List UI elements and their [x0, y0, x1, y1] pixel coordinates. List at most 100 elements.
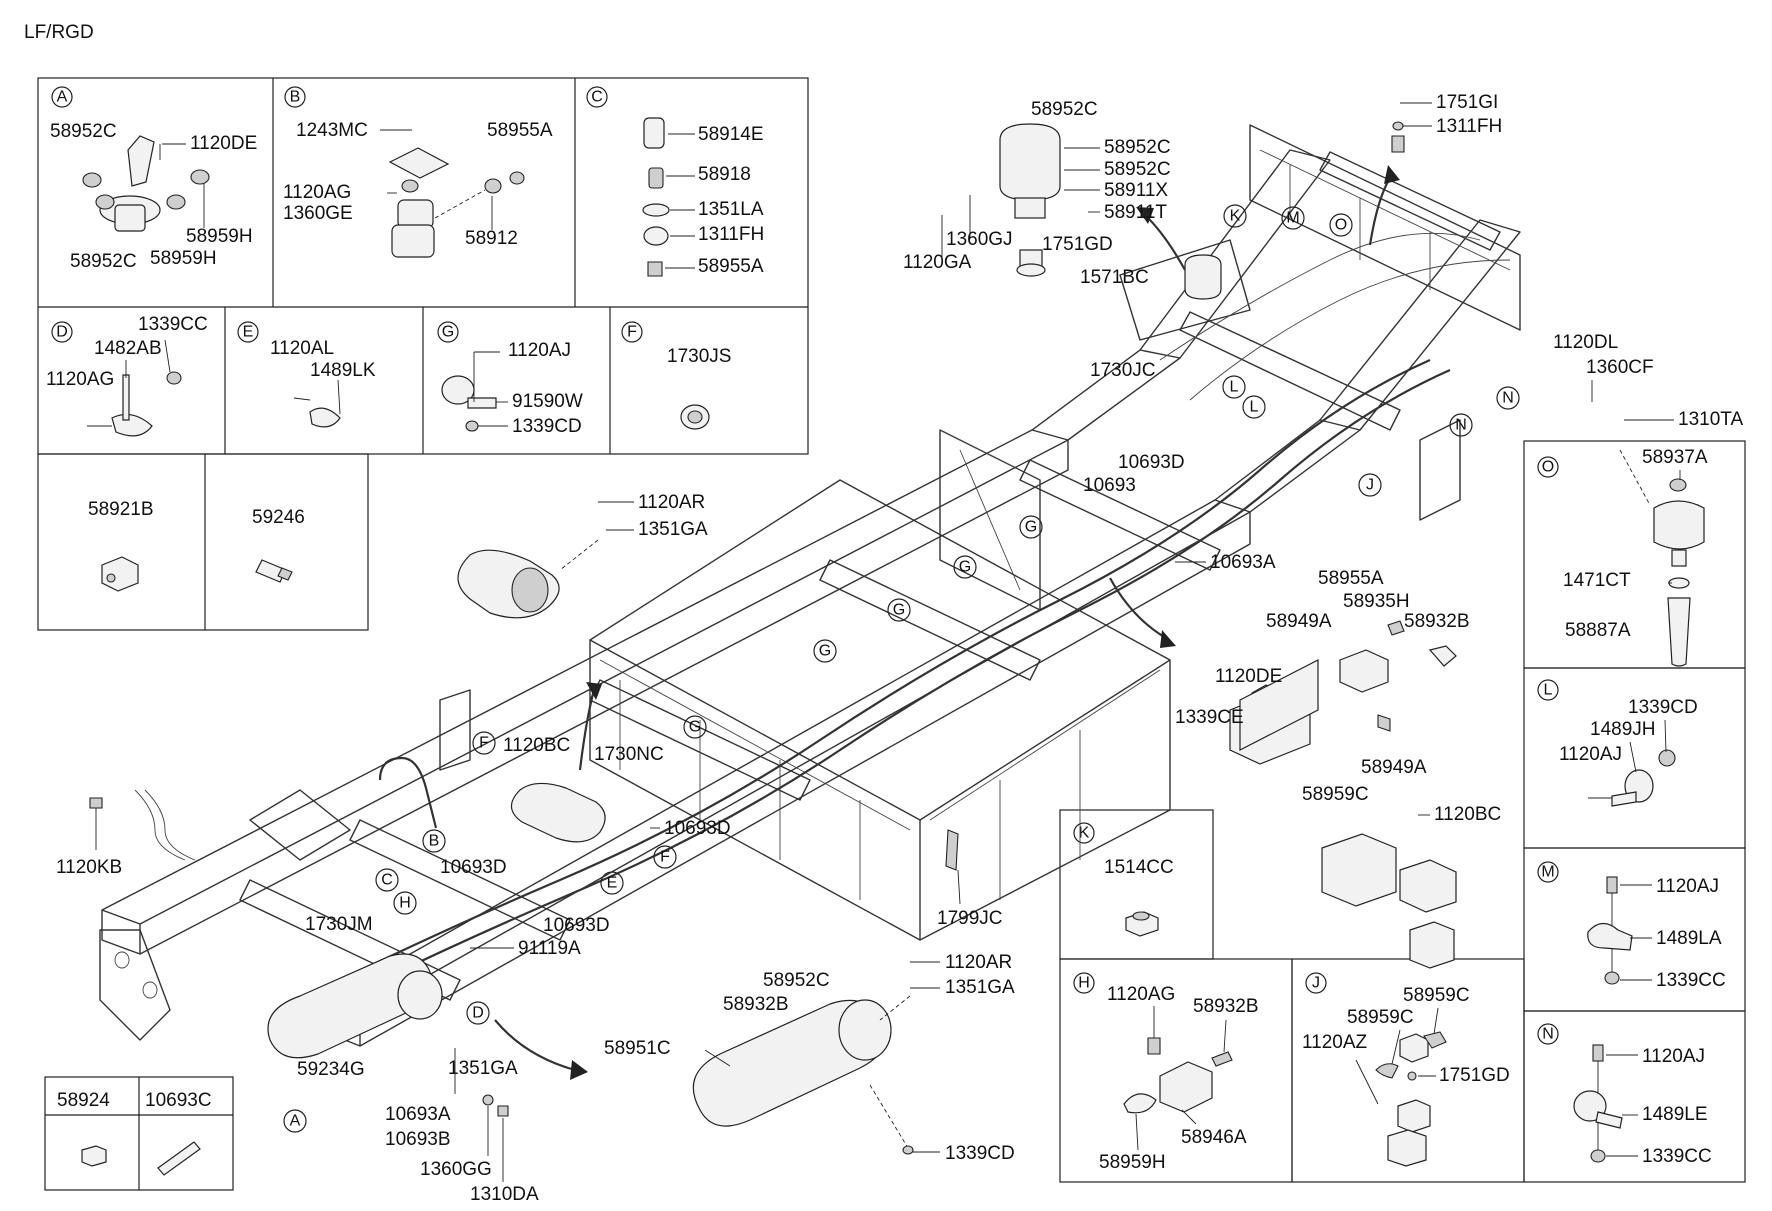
svg-text:C: C	[381, 872, 393, 889]
part-label: 58932B	[1404, 611, 1470, 632]
section-letter-b: B	[290, 89, 301, 106]
chassis-frame	[99, 124, 1521, 1047]
panel-h: H 1120AG 58932B 58946A 58959H	[1073, 972, 1259, 1173]
part-label: 1120AL	[270, 338, 334, 359]
part-label: 10693	[1083, 475, 1136, 496]
part-label: 1360CF	[1586, 357, 1654, 378]
part-label: 1730JC	[1090, 360, 1156, 381]
section-letter-d: D	[56, 324, 68, 341]
panel-m: M 1120AJ 1489LA 1339CC	[1537, 861, 1726, 991]
part-label: 10693D	[543, 915, 610, 936]
part-label: 1120AJ	[1559, 744, 1622, 765]
part-label: 58918	[698, 164, 751, 185]
air-dryer-top-icon	[999, 123, 1061, 201]
part-label: 58952C	[70, 251, 137, 272]
union-fitting-icon	[81, 1145, 107, 1167]
part-label: 91119A	[518, 938, 581, 959]
part-label: 1489JH	[1590, 719, 1656, 740]
part-label: 1243MC	[296, 120, 368, 141]
part-label: 58959H	[186, 226, 253, 247]
part-label: 58949A	[1266, 611, 1332, 632]
section-letter-j: J	[1312, 975, 1320, 992]
part-label: 1351GA	[638, 519, 708, 540]
part-label: 58937A	[1642, 447, 1708, 468]
section-letter-a: A	[57, 89, 68, 106]
part-label: 1360GJ	[946, 229, 1013, 250]
part-label: 1120BC	[503, 735, 570, 756]
part-label: 10693D	[440, 857, 507, 878]
svg-text:H: H	[399, 895, 411, 912]
grommet-icon	[680, 404, 710, 430]
part-label: 58959C	[1302, 784, 1369, 805]
svg-text:F: F	[660, 849, 670, 866]
part-label: 58959C	[1347, 1007, 1414, 1028]
fitting-stack-icon	[642, 117, 695, 277]
part-label: 1311FH	[1436, 116, 1502, 137]
part-label: 58952C	[1031, 99, 1098, 120]
part-label: 1120AJ	[508, 340, 571, 361]
part-label: 58932B	[1193, 996, 1259, 1017]
part-label: 58946A	[1181, 1127, 1247, 1148]
air-tank-icon	[267, 953, 433, 1059]
chassis-labels: 1120AR 1351GA 58952C 58952C 58952C 58911…	[56, 92, 1743, 1205]
part-label: 1489LK	[310, 360, 376, 381]
part-label: 91590W	[512, 391, 583, 412]
part-label: 58914E	[698, 124, 764, 145]
compressor-icon	[510, 782, 606, 843]
tube-icon	[157, 1141, 201, 1176]
panel-n: N 1120AJ 1489LE 1339CC	[1537, 1023, 1712, 1167]
part-label: 1339CD	[512, 416, 582, 437]
part-label: 1351GA	[448, 1058, 518, 1079]
part-label: 58955A	[487, 120, 553, 141]
part-label: 1730NC	[594, 744, 664, 765]
part-label: 10693C	[145, 1090, 212, 1111]
svg-text:G: G	[1025, 519, 1037, 536]
part-label: 58949A	[1361, 757, 1427, 778]
panel-o: O 58937A 1471CT 58887A	[1537, 447, 1708, 667]
part-label: 1120AG	[46, 369, 114, 390]
panel-b: B 1243MC 58955A 1120AG 1360GE 58912	[283, 86, 553, 258]
p-clip-m-icon	[1587, 876, 1652, 985]
svg-text:K: K	[1230, 208, 1241, 225]
panel-k: K 1514CC	[1073, 822, 1174, 937]
part-label: 1120AJ	[1642, 1046, 1705, 1067]
section-letter-h: H	[1078, 975, 1090, 992]
part-label: 1120AR	[945, 952, 1012, 973]
part-label: 58952C	[763, 970, 830, 991]
section-letter-k: K	[1079, 825, 1090, 842]
part-label: 10693D	[664, 818, 731, 839]
part-label: 1120AG	[283, 182, 351, 203]
p-clip-l-icon	[1588, 719, 1676, 807]
panel-f: F 1730JS	[621, 321, 731, 430]
section-letter-e: E	[243, 324, 254, 341]
part-label: 1120KB	[56, 857, 122, 878]
section-letter-m: M	[1541, 864, 1554, 881]
svg-text:B: B	[429, 833, 440, 850]
svg-text:N: N	[1455, 417, 1467, 434]
part-label: 58912	[465, 228, 518, 249]
part-label: 58951C	[604, 1038, 671, 1059]
part-label: 1751GD	[1439, 1065, 1510, 1086]
relay-valve-assembly-icon	[1321, 833, 1397, 907]
svg-text:L: L	[1250, 399, 1259, 416]
section-letter-c: C	[591, 89, 603, 106]
part-label: 1120DL	[1553, 332, 1618, 353]
detail-panels-right	[1059, 440, 1746, 1183]
part-label: 1120AG	[1107, 984, 1175, 1005]
part-label: 1339CC	[1642, 1146, 1712, 1167]
part-label: 1310DA	[470, 1184, 539, 1205]
diagram-code: LF/RGD	[24, 22, 94, 43]
chassis-components	[134, 123, 1457, 1127]
flow-arrows	[494, 165, 1400, 1080]
part-label: 58952C	[50, 121, 117, 142]
part-label: 1730JM	[305, 914, 373, 935]
svg-text:E: E	[607, 875, 618, 892]
part-label: 58887A	[1565, 620, 1631, 641]
part-label: 58959H	[1099, 1152, 1166, 1173]
relay-valve-icon	[380, 129, 525, 258]
panel-a: A 58952C 1120DE 58952C 58959H 58959H	[50, 86, 257, 272]
valve-block-h-icon	[1123, 1006, 1233, 1151]
section-letter-g: G	[442, 324, 454, 341]
part-label: 59246	[252, 507, 305, 528]
